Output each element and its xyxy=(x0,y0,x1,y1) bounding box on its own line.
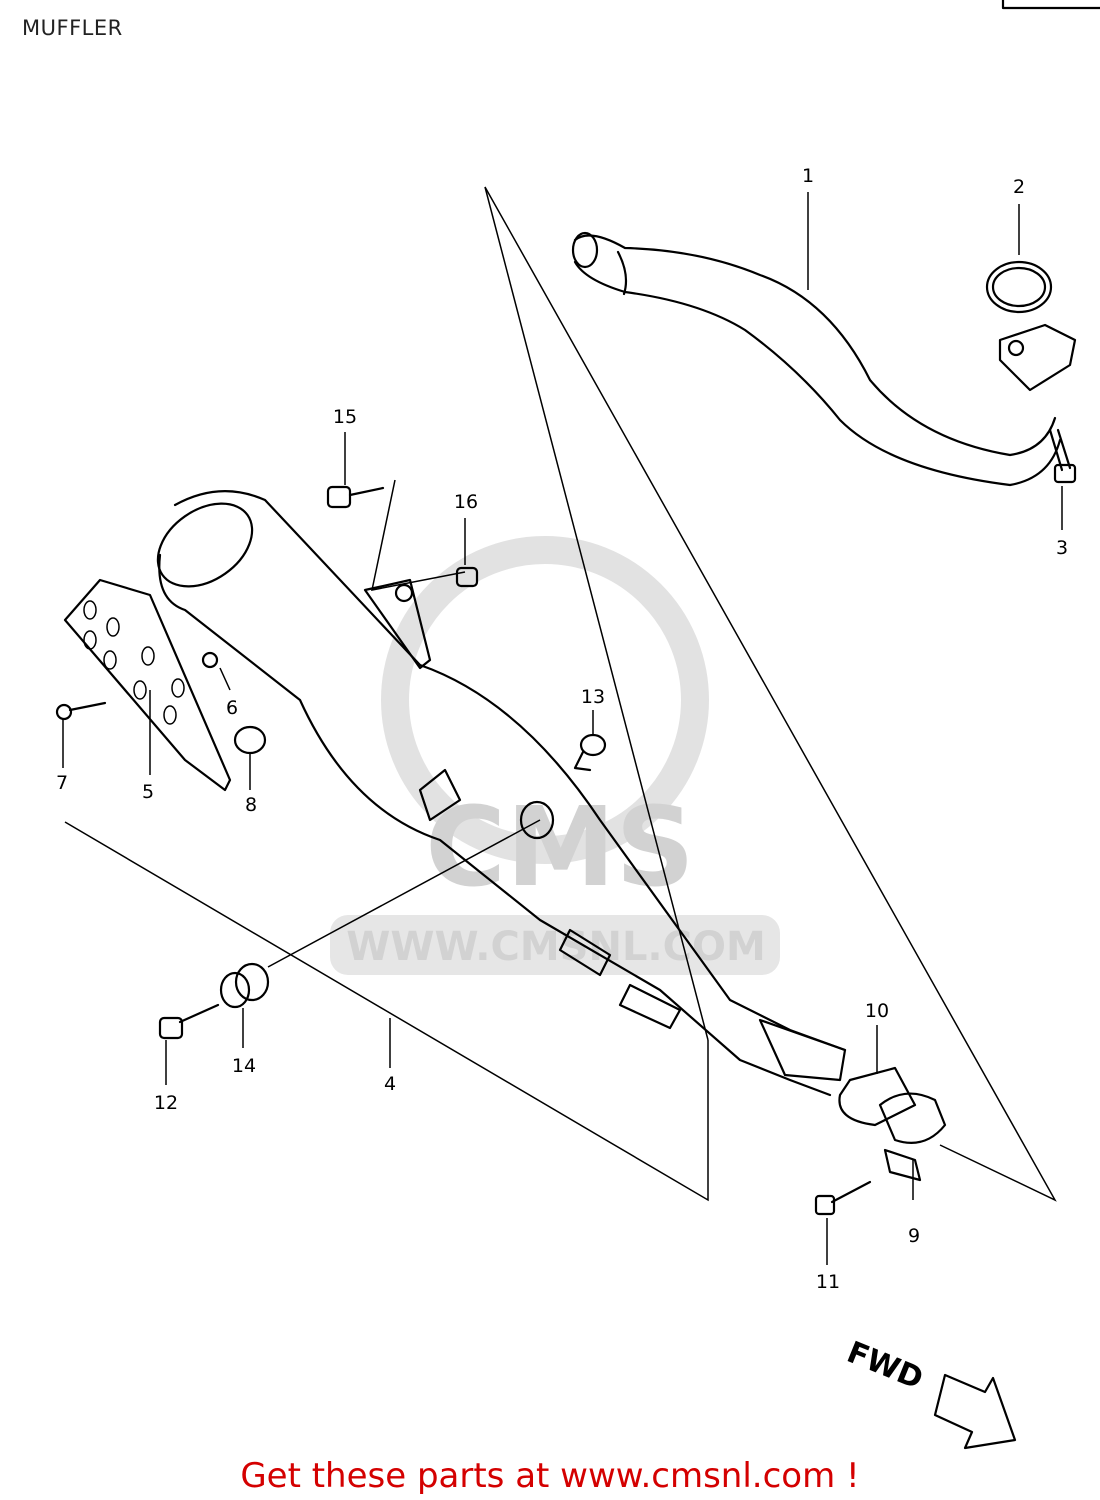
callout-2: 2 xyxy=(1013,176,1025,198)
callout-10: 10 xyxy=(865,1000,889,1022)
callout-labels: 1 2 3 4 5 6 7 8 9 10 11 12 13 14 15 16 xyxy=(56,165,1068,1293)
collar-13 xyxy=(573,733,607,772)
watermark-brand: CMS xyxy=(425,783,694,911)
callout-6: 6 xyxy=(226,697,238,719)
footer-parts-link[interactable]: Get these parts at www.cmsnl.com ! xyxy=(240,1456,860,1496)
bolt-3 xyxy=(1048,428,1077,484)
bolt-11 xyxy=(814,1180,872,1216)
callout-8: 8 xyxy=(245,794,257,816)
fwd-arrow-icon xyxy=(933,1373,1017,1450)
page-title: MUFFLER xyxy=(22,16,123,40)
nut-16 xyxy=(455,566,479,588)
bolt-12 xyxy=(158,1003,220,1040)
group-line-15-16 xyxy=(371,479,466,591)
group-line-item-4 xyxy=(64,821,709,1202)
fwd-indicator: FWD xyxy=(842,1335,1017,1450)
watermark-url: WWW.CMSNL.COM xyxy=(346,924,766,970)
callout-3: 3 xyxy=(1056,537,1068,559)
callout-9: 9 xyxy=(908,1225,920,1247)
leader-14 xyxy=(267,819,541,968)
fwd-label: FWD xyxy=(842,1335,928,1397)
watermark: CMS WWW.CMSNL.COM xyxy=(330,536,780,975)
joint-pipe-10 xyxy=(838,1066,917,1127)
callout-11: 11 xyxy=(816,1271,840,1293)
heat-shield xyxy=(63,578,232,792)
muffler-body xyxy=(156,490,847,1097)
callout-leaders xyxy=(62,192,1063,1265)
callout-4: 4 xyxy=(384,1073,396,1095)
bolt-15 xyxy=(326,485,385,509)
screw-7 xyxy=(55,701,107,721)
exhaust-pipe xyxy=(571,231,1077,487)
muffler-parts-diagram: CMS WWW.CMSNL.COM xyxy=(55,0,1100,1450)
callout-12: 12 xyxy=(154,1092,178,1114)
callout-7: 7 xyxy=(56,772,68,794)
gasket xyxy=(985,260,1053,314)
clamp-9 xyxy=(878,1092,947,1182)
callout-16: 16 xyxy=(454,491,478,513)
frame-corner xyxy=(1001,0,1100,10)
group-line-inner xyxy=(484,186,709,1041)
callout-15: 15 xyxy=(333,406,357,428)
grommet-14 xyxy=(219,962,270,1009)
group-line-muffler-assembly xyxy=(484,186,1057,1202)
washer-6 xyxy=(201,651,219,669)
callout-5: 5 xyxy=(142,781,154,803)
callout-13: 13 xyxy=(581,686,605,708)
callout-1: 1 xyxy=(802,165,814,187)
group-lines xyxy=(64,186,1057,1202)
cap-8 xyxy=(233,725,267,755)
callout-14: 14 xyxy=(232,1055,256,1077)
